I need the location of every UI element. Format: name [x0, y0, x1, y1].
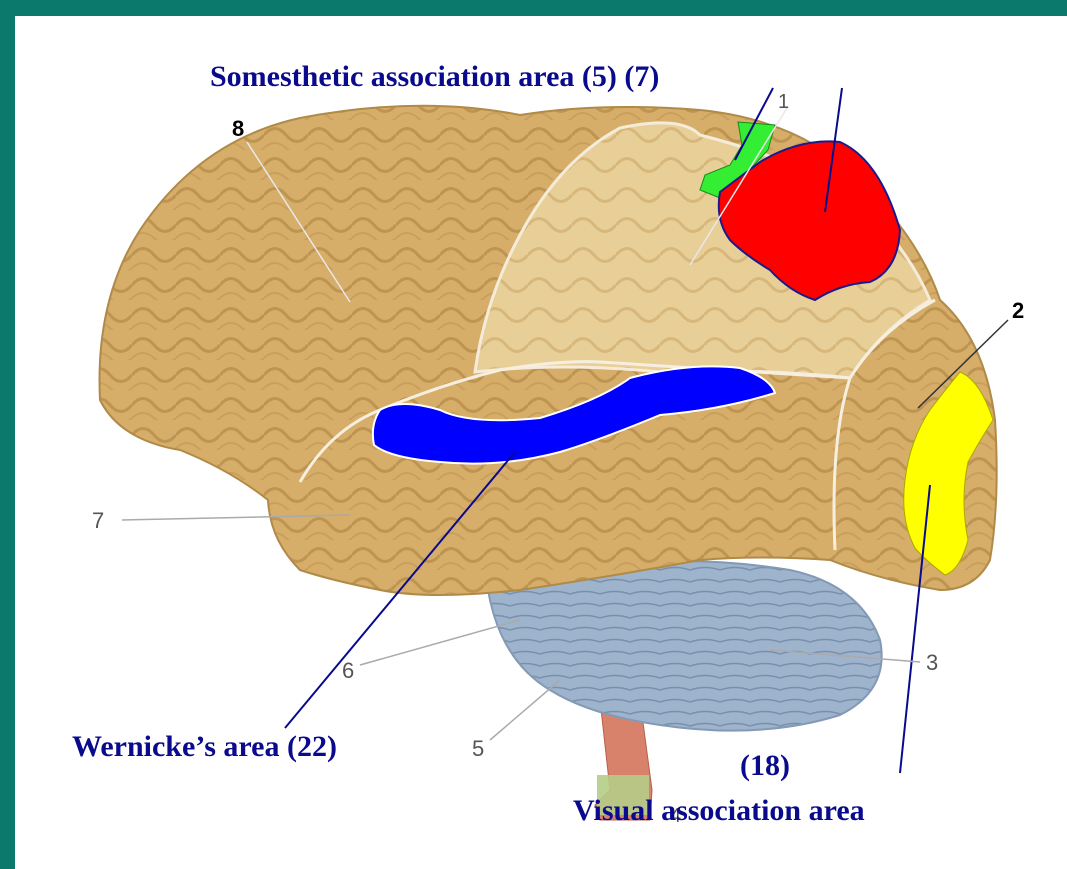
label-visual-number: (18) [740, 749, 790, 782]
label-visual: Visual association area [573, 794, 865, 827]
leader-5 [490, 680, 560, 740]
label-somesthetic: Somesthetic association area (5) (7) [210, 60, 659, 93]
number-6: 6 [342, 658, 354, 683]
brain-diagram-panel: 8 1 2 7 6 3 5 4 Somesthetic association … [15, 16, 1067, 869]
leader-6 [360, 620, 520, 665]
label-wernicke: Wernicke’s area (22) [72, 730, 337, 763]
number-1: 1 [778, 91, 789, 113]
number-2: 2 [1012, 298, 1024, 323]
number-3: 3 [926, 650, 938, 675]
brain-diagram: 8 1 2 7 6 3 5 4 Somesthetic association … [15, 16, 1067, 869]
number-5: 5 [472, 736, 484, 761]
number-7: 7 [92, 508, 104, 533]
number-8: 8 [232, 116, 244, 141]
